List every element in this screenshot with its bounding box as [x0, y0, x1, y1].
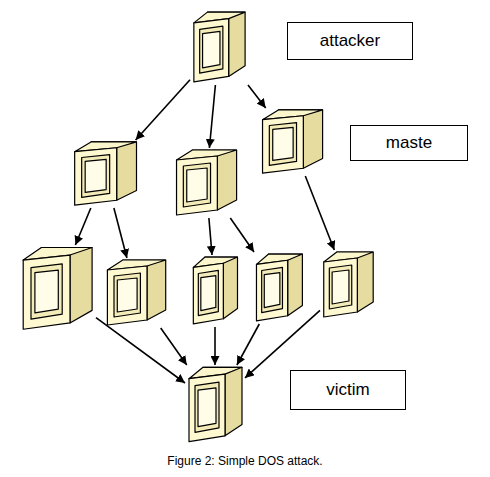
attack-arrow — [214, 327, 216, 365]
computer-icon — [258, 108, 326, 176]
computer-node — [172, 148, 240, 218]
attack-arrow — [305, 176, 334, 250]
attack-arrow — [245, 310, 320, 378]
tier-label: victim — [326, 380, 369, 400]
computer-node — [253, 252, 305, 324]
computer-node — [185, 365, 245, 445]
attack-arrow — [248, 85, 266, 108]
attack-arrow — [75, 208, 90, 245]
attack-arrow — [114, 208, 127, 258]
computer-icon — [185, 365, 245, 445]
tier-label: maste — [386, 133, 432, 153]
computer-node — [70, 140, 140, 208]
attack-arrow — [230, 218, 254, 252]
label-box: maste — [350, 125, 468, 161]
computer-icon — [253, 252, 305, 324]
computer-icon — [70, 140, 140, 208]
computer-node — [103, 258, 169, 328]
attack-arrow — [136, 80, 190, 140]
computer-node — [258, 108, 326, 176]
computer-icon — [18, 245, 96, 333]
computer-icon — [320, 250, 376, 320]
computer-node — [320, 250, 376, 320]
attack-arrow — [209, 85, 215, 148]
label-box: attacker — [287, 22, 413, 60]
computer-node — [190, 10, 248, 85]
computer-node — [18, 245, 96, 333]
attack-arrow — [237, 324, 259, 365]
attack-arrow — [209, 218, 212, 255]
tier-label: attacker — [320, 31, 380, 51]
attack-arrow — [161, 328, 187, 365]
computer-icon — [172, 148, 240, 218]
attack-arrow — [96, 318, 185, 383]
computer-icon — [103, 258, 169, 328]
computer-icon — [190, 10, 248, 85]
computer-node — [190, 255, 240, 327]
computer-icon — [190, 255, 240, 327]
figure-caption: Figure 2: Simple DOS attack. — [0, 454, 490, 468]
label-box: victim — [290, 370, 406, 410]
